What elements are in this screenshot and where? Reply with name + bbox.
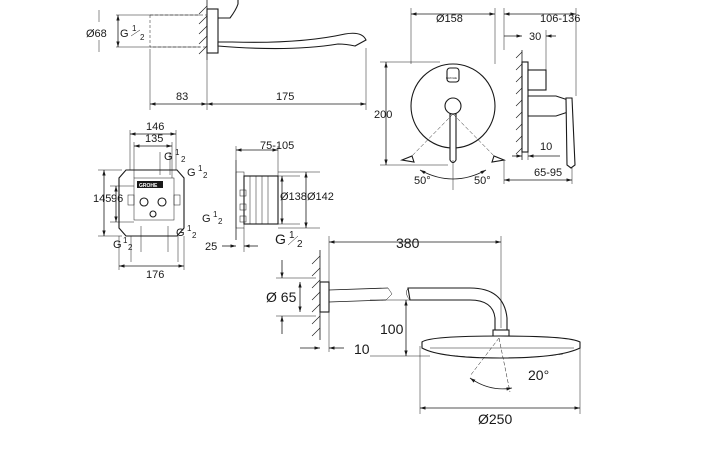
box-height2-label: 96 [111,193,123,205]
spout-length-label: 175 [276,91,294,103]
box-logo-plate [137,181,163,188]
shower-head-diameter-label: Ø250 [478,411,512,427]
box-side-thread: G [202,213,211,225]
shower-arm-length-label: 380 [396,235,420,251]
box-thread-top-den: 2 [181,155,186,164]
shower-drawing: 380 G 1 2 Ø 65 100 10 20° Ø250 [266,230,581,427]
mixer-side-depth-label: 106-136 [540,13,580,25]
shower-tilt-angle-label: 20° [528,367,549,383]
mixer-angle-right: 50° [474,175,491,187]
mixer-side-proj-label: 30 [529,31,541,43]
box-housing [118,169,185,237]
box-front-drawing: GROHE 146 135 G 1 2 G 1 2 145 96 [93,121,208,281]
spout-diameter-label: Ø68 [86,28,107,40]
spout-drawing: Ø68 G 1 2 83 175 [86,0,367,110]
box-thread-br-den: 2 [192,231,197,240]
box-side-dia2-label: Ø142 [307,191,334,203]
spout-thread-den: 2 [140,33,145,42]
box-side-body [243,175,279,225]
box-side-drawing: 75-105 Ø138 Ø142 G 1 2 25 [202,140,334,253]
box-width2-label: 135 [145,133,163,145]
spout-thread-num: 1 [132,24,137,33]
mixer-side-rosette [521,61,529,153]
spout-thread-label: G [120,28,129,40]
box-side-dia1-label: Ø138 [280,191,307,203]
spout-wall-depth-label: 83 [176,91,188,103]
box-thread-top-num: 1 [175,148,180,157]
mixer-side-body [527,95,569,117]
mixer-side-lever [565,97,576,169]
box-side-thread-den: 2 [218,217,223,226]
box-height1-label: 145 [93,193,111,205]
spout-rosette [206,8,219,54]
box-logo: GROHE [139,183,158,189]
spout-wall-hatch [198,0,208,60]
box-thread-bl-den: 2 [128,243,133,252]
shower-wall-hatch [311,255,321,337]
box-side-thread-num: 1 [213,210,218,219]
mixer-angle-left: 50° [414,175,431,187]
box-thread-top: G [164,151,173,163]
box-thread-right-num: 1 [198,164,203,173]
box-thread-right-den: 2 [203,171,208,180]
box-thread-bl-num: 1 [123,236,128,245]
diverter-knob [446,67,460,83]
box-side-offset-label: 25 [205,241,217,253]
mixer-front-drawing: GROHE 50° 50° Ø158 200 [374,8,507,190]
mixer-height-label: 200 [374,109,392,121]
mixer-side-wall-label: 10 [540,141,552,153]
shower-rosette-diameter-label: Ø 65 [266,289,297,305]
mixer-side-depth2-label: 65-95 [534,167,562,179]
shower-drop-label: 100 [380,321,404,337]
mixer-hub [444,97,462,115]
box-thread-br-num: 1 [187,224,192,233]
shower-thread-num: 1 [289,230,295,241]
shower-arm [407,287,508,331]
box-width-label: 176 [146,269,164,281]
mixer-lever [449,113,457,164]
box-width1-label: 146 [146,121,164,133]
shower-thread-den: 2 [297,239,303,250]
mixer-logo: GROHE [446,76,457,80]
spout-body [217,0,367,50]
box-thread-bottom-left: G [113,239,122,251]
mixer-side-drawing: 106-136 30 10 65-95 [503,8,580,184]
shower-wall-label: 10 [354,341,370,357]
box-thread-bottom-right: G [176,227,185,239]
mixer-side-diverter [527,69,547,91]
mixer-diameter-label: Ø158 [436,13,463,25]
mixer-side-wall-hatch [515,51,523,155]
box-side-depth-label: 75-105 [260,140,294,152]
shower-thread-label: G [275,231,286,247]
spout-hidden-body [149,14,208,48]
box-thread-right: G [187,167,196,179]
shower-arm-rosette [319,281,330,313]
